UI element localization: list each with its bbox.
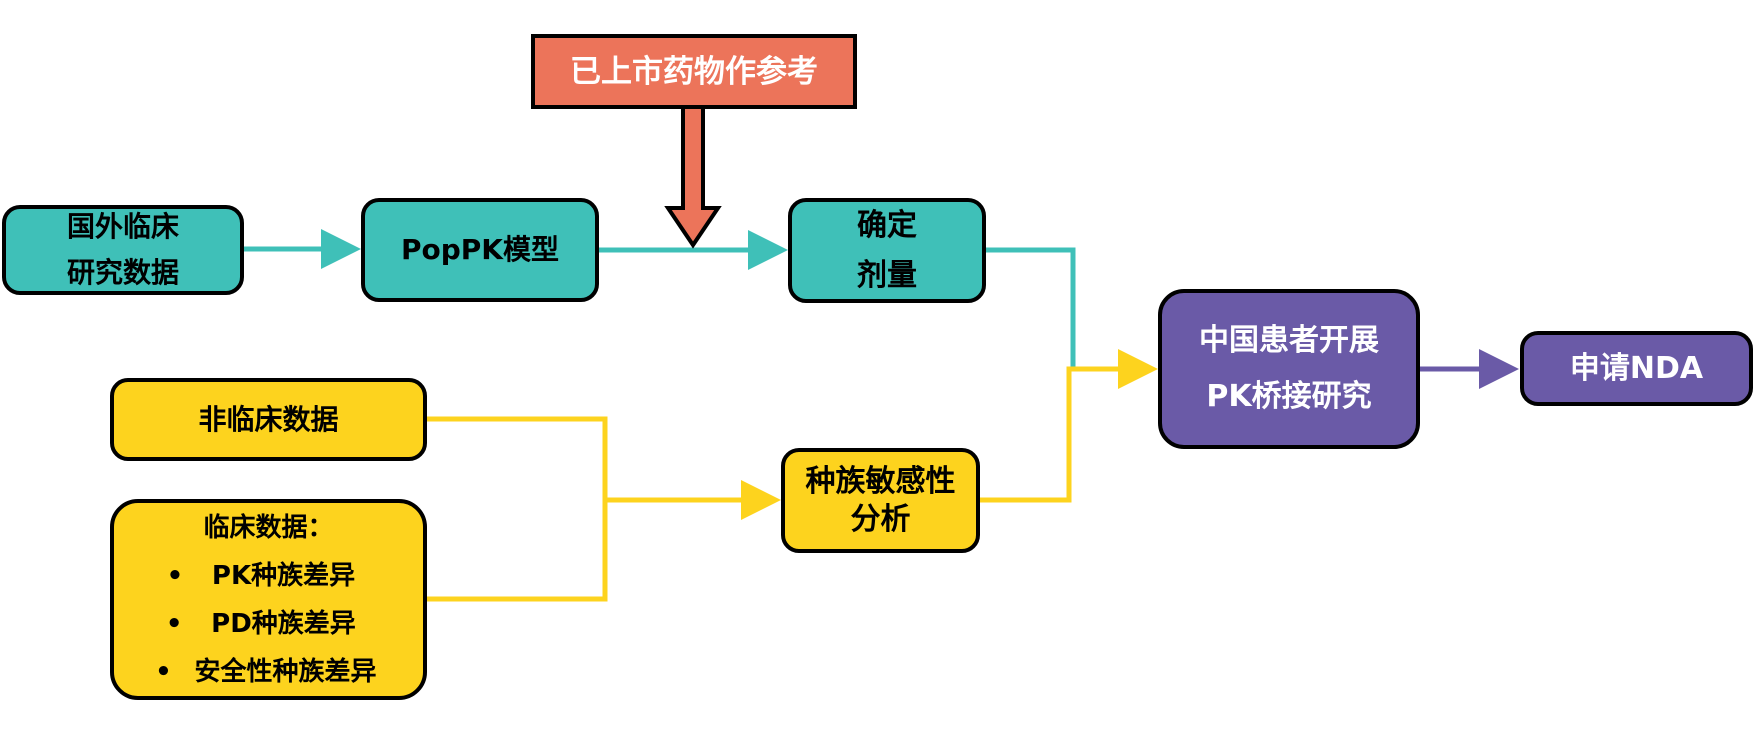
node-poppk-model[interactable]: PopPK模型 xyxy=(361,198,599,302)
bullet-icon: • xyxy=(155,656,172,687)
list-item-text: 安全性种族差异 xyxy=(194,656,377,687)
list-item-text: PD种族差异 xyxy=(211,608,356,639)
down-arrow-marketed-to-poppk-line xyxy=(664,104,722,249)
node-label: 申请NDA xyxy=(1569,350,1704,386)
node-ethnic-sensitivity-analysis[interactable]: 种族敏感性 分析 xyxy=(781,448,980,553)
node-foreign-clinical-data[interactable]: 国外临床 研究数据 xyxy=(2,205,244,295)
node-title: 临床数据： xyxy=(203,512,334,543)
node-apply-nda[interactable]: 申请NDA xyxy=(1520,331,1753,406)
connector-nonclinical xyxy=(427,416,608,602)
list-item: • PD种族差异 xyxy=(161,600,356,648)
node-text-line: PK桥接研究 xyxy=(1206,379,1372,414)
arrow-ethnic-to-bridging xyxy=(980,349,1158,503)
node-determine-dose[interactable]: 确定 剂量 xyxy=(788,198,986,303)
node-china-pk-bridging-study[interactable]: 中国患者开展 PK桥接研究 xyxy=(1158,289,1420,449)
node-text-line: 国外临床 xyxy=(66,210,179,243)
node-label: 已上市药物作参考 xyxy=(570,53,818,90)
node-marketed-drug-reference[interactable]: 已上市药物作参考 xyxy=(531,34,857,109)
node-clinical-data[interactable]: 临床数据： • PK种族差异 • PD种族差异 • 安全性种族差异 xyxy=(110,499,427,700)
node-text-line: 研究数据 xyxy=(66,256,179,289)
node-text-line: 分析 xyxy=(850,501,911,537)
node-text-line: 剂量 xyxy=(857,257,917,293)
node-label: 非临床数据 xyxy=(198,402,339,436)
node-text-line: 中国患者开展 xyxy=(1199,323,1379,358)
bullet-icon: • xyxy=(166,560,184,591)
connector-dose-to-bridging xyxy=(986,247,1076,368)
node-text-line: 确定 xyxy=(857,207,917,243)
node-label: PopPK模型 xyxy=(400,233,560,266)
list-item: • PK种族差异 xyxy=(162,552,356,600)
node-text-line: 种族敏感性 xyxy=(805,463,956,499)
node-nonclinical-data[interactable]: 非临床数据 xyxy=(110,378,427,461)
list-item: • 安全性种族差异 xyxy=(150,648,376,696)
bullet-icon: • xyxy=(165,608,183,639)
list-item-text: PK种族差异 xyxy=(211,560,356,591)
